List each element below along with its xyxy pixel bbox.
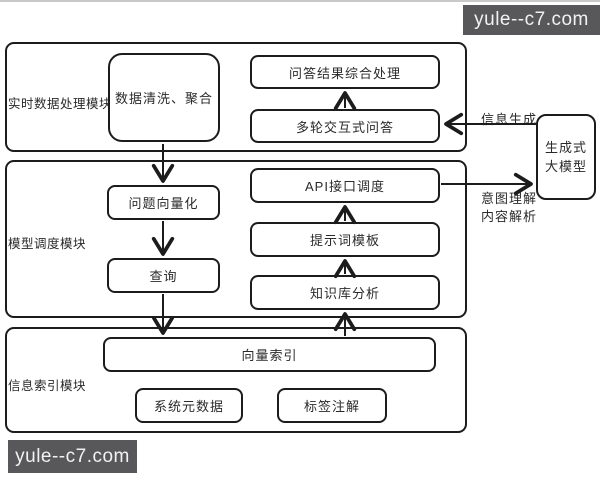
node-api-interface-scheduling-label: API接口调度 — [305, 179, 385, 194]
node-multiturn-interactive-qa: 多轮交互式问答 — [250, 109, 440, 143]
watermark-bottom: yule--c7.com — [8, 440, 137, 473]
node-prompt-template: 提示词模板 — [250, 222, 440, 257]
node-prompt-template-label: 提示词模板 — [309, 233, 380, 248]
node-tag-annotation: 标签注解 — [277, 388, 387, 423]
edge-label-content-parsing: 内容解析 — [481, 209, 538, 224]
node-generative-large-model-line2: 大模型 — [544, 159, 587, 174]
edge-label-intent-understanding: 意图理解 — [481, 191, 538, 206]
module-model-scheduling-label: 模型调度模块 — [8, 237, 87, 251]
node-generative-large-model-line1: 生成式 — [544, 140, 587, 155]
node-query-label: 查询 — [149, 269, 178, 284]
edge-label-information-generation: 信息生成 — [481, 112, 538, 127]
watermark-bottom-text: yule--c7.com — [15, 445, 130, 467]
node-knowledge-base-analysis: 知识库分析 — [250, 275, 440, 310]
node-vector-index: 向量索引 — [103, 337, 436, 372]
node-data-cleaning-aggregation-label: 数据清洗、聚合 — [114, 91, 213, 106]
module-information-indexing-label: 信息索引模块 — [8, 379, 87, 393]
node-generative-large-model: 生成式 大模型 — [536, 114, 596, 200]
node-query: 查询 — [107, 258, 220, 293]
node-vector-index-label: 向量索引 — [241, 348, 298, 363]
node-knowledge-base-analysis-label: 知识库分析 — [309, 286, 380, 301]
node-data-cleaning-aggregation: 数据清洗、聚合 — [108, 53, 220, 142]
watermark-top: yule--c7.com — [463, 5, 600, 35]
node-question-vectorization-label: 问题向量化 — [128, 196, 199, 211]
node-system-metadata: 系统元数据 — [135, 388, 243, 423]
module-realtime-data-processing-label: 实时数据处理模块 — [8, 97, 113, 111]
node-multiturn-interactive-qa-label: 多轮交互式问答 — [295, 119, 394, 135]
node-qa-result-processing-label: 问答结果综合处理 — [288, 65, 401, 81]
watermark-top-text: yule--c7.com — [474, 9, 589, 30]
node-qa-result-processing: 问答结果综合处理 — [250, 55, 440, 89]
node-system-metadata-label: 系统元数据 — [153, 399, 224, 414]
node-question-vectorization: 问题向量化 — [107, 185, 220, 220]
bottom-separator-line — [0, 0, 474, 2]
node-tag-annotation-label: 标签注解 — [303, 399, 360, 414]
node-api-interface-scheduling: API接口调度 — [250, 168, 440, 203]
